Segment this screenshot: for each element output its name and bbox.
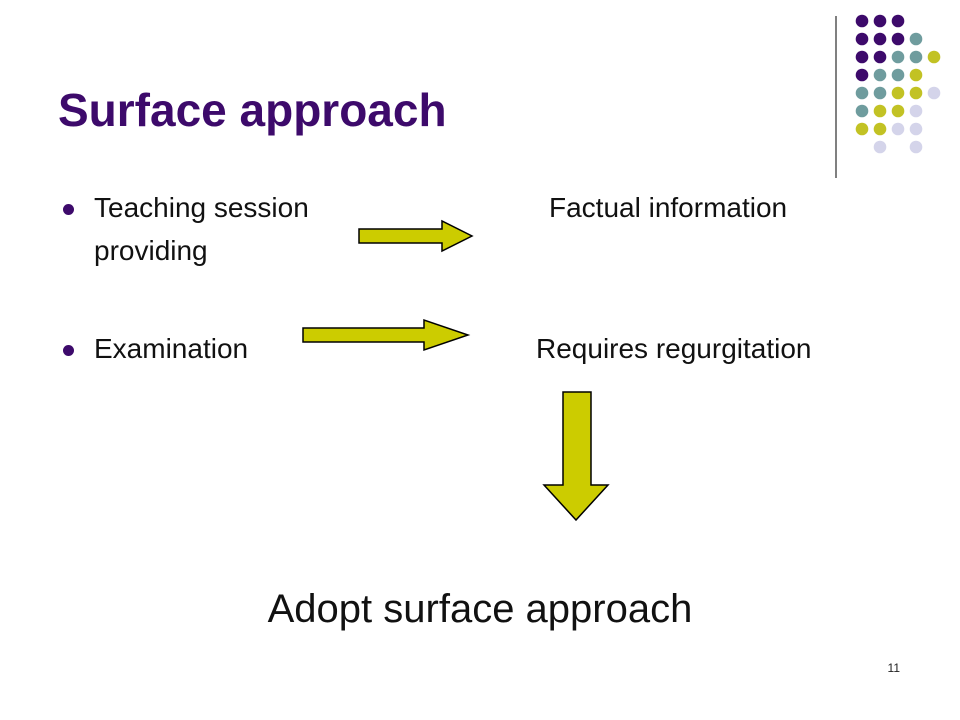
decorative-dot	[891, 104, 905, 118]
decorative-dot	[873, 104, 887, 118]
decorative-dot	[855, 14, 869, 28]
decorative-dot	[891, 32, 905, 46]
decorative-dot	[873, 140, 887, 154]
slide-title: Surface approach	[58, 84, 447, 136]
decorative-dot-grid	[835, 14, 941, 178]
decorative-dot	[909, 104, 923, 118]
decorative-dot	[873, 32, 887, 46]
decorative-dot	[873, 86, 887, 100]
decorative-dot	[891, 14, 905, 28]
bullet-marker-2	[63, 345, 74, 356]
decorative-dot	[909, 32, 923, 46]
decorative-dot	[855, 68, 869, 82]
bullet-2-right: Requires regurgitation	[536, 333, 812, 364]
decorative-dot	[873, 122, 887, 136]
conclusion-text: Adopt surface approach	[267, 587, 693, 631]
decorative-dot	[855, 104, 869, 118]
decorative-dot	[855, 50, 869, 64]
decorative-dot	[855, 122, 869, 136]
bullet-1-right: Factual information	[549, 192, 788, 223]
decorative-dot	[927, 86, 941, 100]
decorative-dot	[873, 68, 887, 82]
slide-number: 11	[887, 661, 900, 675]
decorative-dot	[909, 86, 923, 100]
bullet-2-left: Examination	[94, 333, 249, 364]
decorative-dot	[927, 50, 941, 64]
decorative-dot	[909, 140, 923, 154]
right-arrow-1	[358, 219, 474, 253]
bullet-marker-1	[63, 204, 74, 215]
bullet-1-left-line2: providing	[94, 235, 208, 266]
decorative-dot	[873, 50, 887, 64]
bullet-1-left-line1: Teaching session	[94, 192, 309, 223]
decorative-dot	[891, 68, 905, 82]
decorative-dot	[891, 86, 905, 100]
decorative-dot	[891, 122, 905, 136]
right-arrow-2	[302, 318, 471, 352]
decorative-dot	[909, 122, 923, 136]
decorative-dot	[909, 50, 923, 64]
down-arrow	[542, 391, 610, 522]
decorative-dot	[909, 68, 923, 82]
decorative-dot	[855, 32, 869, 46]
decorative-dot	[855, 86, 869, 100]
decorative-dot	[891, 50, 905, 64]
decorative-dot	[873, 14, 887, 28]
